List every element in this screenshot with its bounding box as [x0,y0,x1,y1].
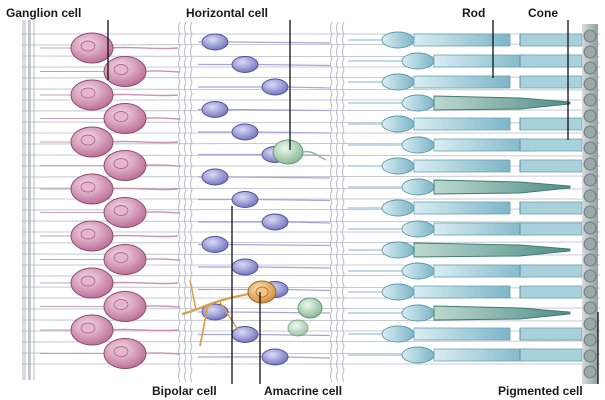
rod-outer-segment [520,139,582,151]
photoreceptor-nucleus [382,74,414,90]
rod-inner-segment [434,265,530,277]
cone-outer-segment [434,180,570,194]
photoreceptor-nucleus [382,284,414,300]
rod-inner-segment [414,76,510,88]
rod-inner-segment [414,34,510,46]
bipolar-cell [232,57,258,73]
photoreceptor-nucleus [402,263,434,279]
rod-outer-segment [520,202,582,214]
bipolar-cell [202,34,228,50]
pigmented-cell [584,126,596,138]
photoreceptor-nucleus [402,53,434,69]
bipolar-cell [232,124,258,140]
rod-outer-segment [520,286,582,298]
horizontal-cell [273,140,326,336]
photoreceptor-nucleus [402,305,434,321]
rod-outer-segment [520,118,582,130]
photoreceptor-nucleus [382,242,414,258]
nerve-fiber-layer [22,20,35,380]
pigmented-cell [584,78,596,90]
pigmented-cell [584,286,596,298]
pigmented-cell [584,110,596,122]
rod-inner-segment [414,328,510,340]
bipolar-cell [202,169,228,185]
pigmented-cell [584,190,596,202]
bipolar-cell [232,192,258,208]
pigmented-cell [584,254,596,266]
rod-outer-segment [520,76,582,88]
rod-inner-segment [434,139,530,151]
photoreceptor-nucleus [382,32,414,48]
pigmented-cell [584,334,596,346]
rod-inner-segment [434,55,530,67]
rod-outer-segment [520,55,582,67]
rod-inner-segment [414,160,510,172]
photoreceptor-nucleus [402,221,434,237]
rod-inner-segment [434,349,530,361]
photoreceptor-nucleus [382,158,414,174]
photoreceptor-nucleus [402,347,434,363]
pigmented-cell [584,302,596,314]
rod-inner-segment [414,286,510,298]
pigmented-cell [584,350,596,362]
photoreceptor-layer [348,32,582,363]
pigmented-cell [584,158,596,170]
photoreceptor-nucleus [402,179,434,195]
bipolar-cell [232,259,258,275]
bipolar-cell [202,237,228,253]
rod-inner-segment [434,223,530,235]
pigmented-cell [584,62,596,74]
pigmented-cell [584,142,596,154]
bipolar-cell [262,349,288,365]
bipolar-cell [232,327,258,343]
rod-outer-segment [520,328,582,340]
cone-outer-segment [434,96,570,110]
rod-inner-segment [414,118,510,130]
rod-inner-segment [414,202,510,214]
photoreceptor-nucleus [402,95,434,111]
photoreceptor-nucleus [402,137,434,153]
pigmented-cell [584,270,596,282]
photoreceptor-nucleus [382,200,414,216]
bipolar-cell [262,79,288,95]
pigmented-cell [584,30,596,42]
bipolar-cell-label: Bipolar cell [152,384,217,398]
pigmented-cell [584,46,596,58]
rod-outer-segment [520,349,582,361]
pigmented-cell [584,174,596,186]
amacrine-cell-label: Amacrine cell [264,384,342,398]
pigmented-cell [584,318,596,330]
pigmented-cell-label: Pigmented cell [498,384,583,398]
photoreceptor-nucleus [382,116,414,132]
photoreceptor-nucleus [382,326,414,342]
bipolar-cell [262,214,288,230]
rod-label: Rod [462,6,485,20]
ganglion-cell-layer [40,33,179,369]
pigmented-cell [584,222,596,234]
pigmented-cell [584,366,596,378]
rod-outer-segment [520,265,582,277]
rod-outer-segment [520,160,582,172]
pigmented-cell-layer [582,24,598,384]
ganglion-cell-label: Ganglion cell [6,6,81,20]
rod-outer-segment [520,223,582,235]
horizontal-cell-label: Horizontal cell [186,6,268,20]
pigmented-cell [584,94,596,106]
pigmented-cell [584,238,596,250]
rod-outer-segment [520,34,582,46]
pigmented-cell [584,206,596,218]
cone-label: Cone [528,6,558,20]
bipolar-cell [202,102,228,118]
